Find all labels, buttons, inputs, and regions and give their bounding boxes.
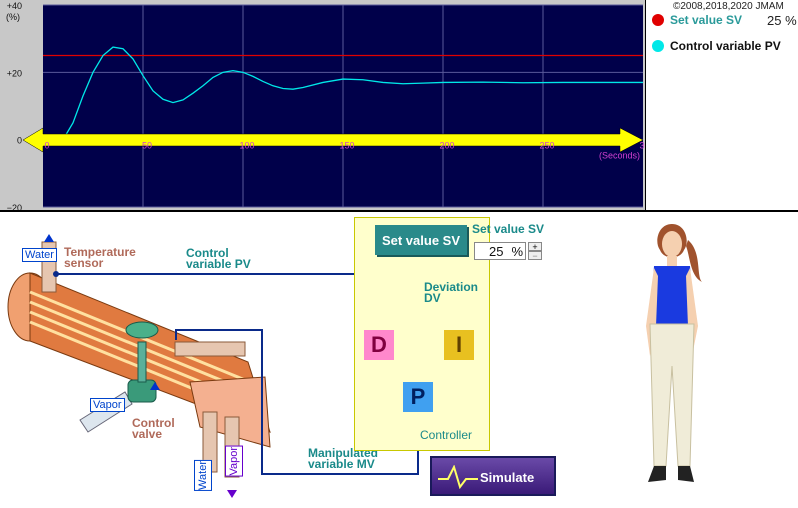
valve-flow-arrow	[150, 382, 160, 390]
y-tick-label: +40	[7, 1, 22, 11]
y-axis-unit: (%)	[6, 12, 20, 22]
top-pipe	[174, 341, 246, 357]
legend-sv-value: 25 %	[767, 13, 797, 28]
set-value-input[interactable]: 25%	[474, 242, 526, 260]
water-out-label: Water	[194, 460, 212, 491]
y-tick-label: 0	[17, 136, 22, 146]
manipulated-variable-label: Manipulated variable MV	[308, 446, 379, 471]
trend-chart-panel: +40 +20 0 −20 (%) 0 50 100 150 200 250 300(Seconds)	[0, 0, 645, 211]
x-tick-label: 100	[239, 141, 254, 151]
legend-panel	[645, 0, 798, 211]
temperature-sensor-label: Temperature sensor	[64, 245, 136, 270]
pv-signal-dot	[53, 271, 59, 277]
x-tick-label: 200	[439, 141, 454, 151]
vapor-out-arrow	[227, 490, 237, 498]
control-valve-label: Control valve	[132, 416, 175, 441]
presenter-figure	[646, 224, 702, 482]
x-tick-label: 50	[142, 141, 152, 151]
proportional-block[interactable]: P	[403, 382, 433, 412]
y-tick-label: −20	[7, 203, 22, 211]
control-valve-stem	[137, 341, 147, 383]
control-variable-label: Control variable PV	[186, 246, 251, 271]
x-tick-label: 300	[639, 141, 645, 151]
controller-label: Controller	[420, 428, 473, 442]
control-valve-actuator	[125, 321, 159, 339]
waveform-icon	[438, 465, 478, 489]
section-divider	[0, 210, 798, 212]
chart-series	[43, 46, 643, 141]
vapor-out-label: Vapor	[225, 446, 243, 477]
cyan-dot-icon	[652, 40, 664, 52]
red-dot-icon	[652, 14, 664, 26]
set-value-label: Set value SV	[472, 222, 545, 236]
derivative-block[interactable]: D	[364, 330, 394, 360]
heat-exchanger-drawing	[7, 234, 459, 498]
vapor-in-label: Vapor	[90, 398, 125, 412]
process-diagram: Water Temperature sensor Control variabl…	[0, 212, 798, 508]
legend-item-sv: Set value SV	[652, 12, 742, 28]
x-tick-label: 250	[539, 141, 554, 151]
x-tick-label: 0	[44, 141, 49, 151]
y-tick-label: +20	[7, 68, 22, 78]
x-axis-unit: (Seconds)	[599, 151, 640, 161]
decrement-button[interactable]: −	[528, 251, 542, 261]
x-tick-label: 150	[339, 141, 354, 151]
chart-labels: +40 +20 0 −20 (%) 0 50 100 150 200 250 300(Seconds)	[6, 1, 645, 211]
control-valve-body	[127, 379, 157, 403]
legend-pv-label: Control variable PV	[670, 39, 781, 53]
pv-series-line	[43, 46, 643, 141]
legend-item-pv: Control variable PV	[652, 38, 781, 54]
integral-block[interactable]: I	[444, 330, 474, 360]
set-value-button[interactable]: Set value SV	[375, 225, 467, 255]
legend-sv-label: Set value SV	[670, 13, 743, 27]
simulate-label: Simulate	[480, 470, 535, 485]
simulate-button[interactable]: Simulate	[430, 456, 556, 496]
water-in-arrow	[44, 234, 54, 242]
time-axis-arrow	[22, 127, 644, 153]
copyright-text: ©2008,2018,2020 JMAM	[673, 1, 784, 12]
water-in-label: Water	[22, 248, 57, 262]
increment-button[interactable]: +	[528, 242, 542, 252]
deviation-label: Deviation DV	[424, 280, 479, 305]
trend-chart: +40 +20 0 −20 (%) 0 50 100 150 200 250 300(Seconds)	[6, 1, 645, 211]
